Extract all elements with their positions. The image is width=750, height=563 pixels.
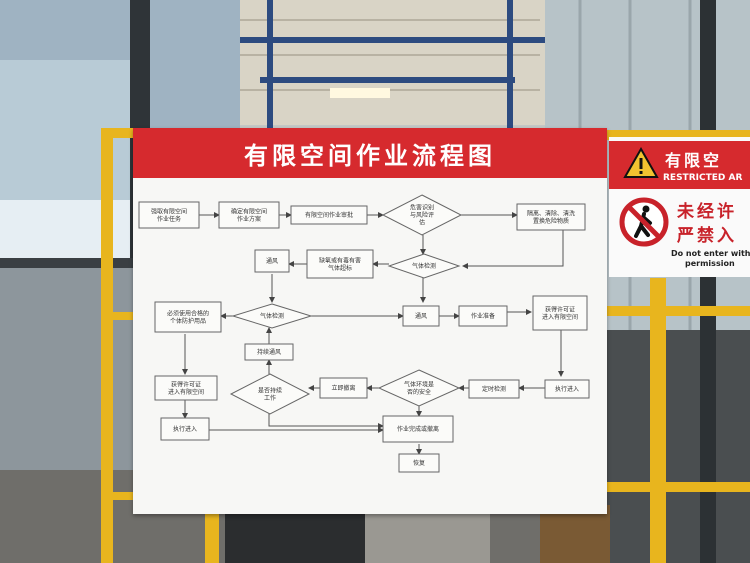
flow-node-label: 个体防护用品 xyxy=(170,317,206,325)
flow-node-n20: 执行进入 xyxy=(544,379,590,399)
flow-node-label: 缺氧或有毒有害 xyxy=(319,256,361,264)
flow-connectors xyxy=(182,212,564,455)
flow-node-n19: 定时检测 xyxy=(468,379,520,399)
flow-node-label: 有限空间作业审批 xyxy=(305,211,353,219)
flow-node-shape xyxy=(154,301,222,333)
flow-node-label: 通风 xyxy=(415,312,427,320)
flow-node-shape xyxy=(231,303,313,329)
flow-node-shape xyxy=(218,201,280,229)
flow-node-shape xyxy=(382,415,454,443)
flow-node-label: 是否持续 xyxy=(258,386,282,394)
flow-node-n23: 恢复 xyxy=(398,453,440,473)
flow-node-label: 恢复 xyxy=(413,459,425,467)
restricted-area-sign: 有限空 RESTRICTED AR 未经许 严禁入 Do not enter w… xyxy=(609,137,750,277)
flow-node-label: 隔离、清除、清洗 xyxy=(527,209,575,217)
flow-node-shape xyxy=(468,379,520,399)
sign-title: 有限空 xyxy=(665,151,723,170)
flow-node-n14: 持续通风 xyxy=(244,343,294,361)
flow-node-label: 工作 xyxy=(264,394,276,402)
flow-node-shape xyxy=(290,205,368,225)
flow-node-label: 与风险评 xyxy=(410,211,434,219)
flow-node-label: 作业完成或撤离 xyxy=(397,425,439,433)
flow-node-label: 否的安全 xyxy=(407,388,431,396)
flow-node-label: 气体环境是 xyxy=(404,380,434,388)
flow-nodes: 强取有限空间作业任务确定有限空间作业方案有限空间作业审批危害识别与风险评估隔离、… xyxy=(138,194,590,473)
flow-node-shape xyxy=(306,249,374,279)
flow-node-label: 确定有限空间 xyxy=(231,207,267,215)
flow-node-shape xyxy=(244,343,294,361)
flow-node-label: 获得许可证 xyxy=(171,380,201,388)
sign-footer-line-1: Do not enter with xyxy=(671,249,750,258)
flow-node-n8: 气体检测 xyxy=(387,253,461,279)
flow-node-n6: 通风 xyxy=(254,249,290,273)
sign-warning-line-2: 严禁入 xyxy=(677,226,737,246)
flow-node-label: 置换危险物质 xyxy=(533,217,569,225)
flow-node-shape xyxy=(254,249,290,273)
flow-node-label: 危害识别 xyxy=(410,204,434,212)
flow-node-label: 气体检测 xyxy=(412,262,436,270)
flow-node-label: 获得许可证 xyxy=(545,305,575,313)
warning-triangle-icon xyxy=(623,147,659,178)
flow-node-shape xyxy=(377,369,461,407)
flow-node-shape xyxy=(544,379,590,399)
flow-node-label: 执行进入 xyxy=(555,385,579,393)
flow-node-label: 定时检测 xyxy=(482,385,506,393)
flow-node-label: 气体超标 xyxy=(328,264,352,272)
flow-node-label: 立即撤离 xyxy=(331,384,355,392)
flow-node-label: 强取有限空间 xyxy=(151,207,187,215)
flow-node-n3: 有限空间作业审批 xyxy=(290,205,368,225)
flow-node-n12: 作业准备 xyxy=(458,305,508,327)
flow-node-label: 进入有限空间 xyxy=(168,388,204,396)
flow-node-label: 持续通风 xyxy=(257,348,281,356)
flow-node-shape xyxy=(138,201,200,229)
no-entry-icon xyxy=(619,197,669,247)
flowchart: 强取有限空间作业任务确定有限空间作业方案有限空间作业审批危害识别与风险评估隔离、… xyxy=(138,194,590,473)
sign-warning-line-1: 未经许 xyxy=(677,202,737,222)
flow-node-n21: 执行进入 xyxy=(160,417,210,441)
flow-node-label: 作业准备 xyxy=(471,312,495,320)
flow-node-label: 必须使用合格的 xyxy=(167,309,209,317)
flow-node-n17: 立即撤离 xyxy=(319,377,368,399)
sign-subtitle-en: RESTRICTED AR xyxy=(663,173,743,183)
flow-node-n10: 气体检测 xyxy=(231,303,313,329)
flow-node-shape xyxy=(381,194,463,236)
flow-node-shape xyxy=(319,377,368,399)
board-title: 有限空间作业流程图 xyxy=(133,128,607,178)
flow-node-n22: 作业完成或撤离 xyxy=(382,415,454,443)
flow-node-shape xyxy=(402,305,440,327)
flow-node-label: 气体检测 xyxy=(260,312,284,320)
flow-node-shape xyxy=(398,453,440,473)
flow-node-label: 作业方案 xyxy=(237,215,261,223)
flow-node-shape xyxy=(532,295,588,331)
flow-node-shape xyxy=(458,305,508,327)
flow-node-n11: 通风 xyxy=(402,305,440,327)
flow-node-label: 通风 xyxy=(266,257,278,265)
flow-node-label: 进入有限空间 xyxy=(542,313,578,321)
sign-footer-line-2: permission xyxy=(685,259,735,268)
flowchart-board: 有限空间作业流程图 xyxy=(133,128,607,514)
flow-node-label: 作业任务 xyxy=(157,215,181,223)
flow-node-label: 执行进入 xyxy=(173,425,197,433)
flow-node-shape xyxy=(154,375,218,401)
flow-node-label: 估 xyxy=(419,219,425,227)
flow-node-shape xyxy=(516,203,586,231)
flow-node-shape xyxy=(229,373,311,415)
flow-node-shape xyxy=(160,417,210,441)
flow-node-shape xyxy=(387,253,461,279)
